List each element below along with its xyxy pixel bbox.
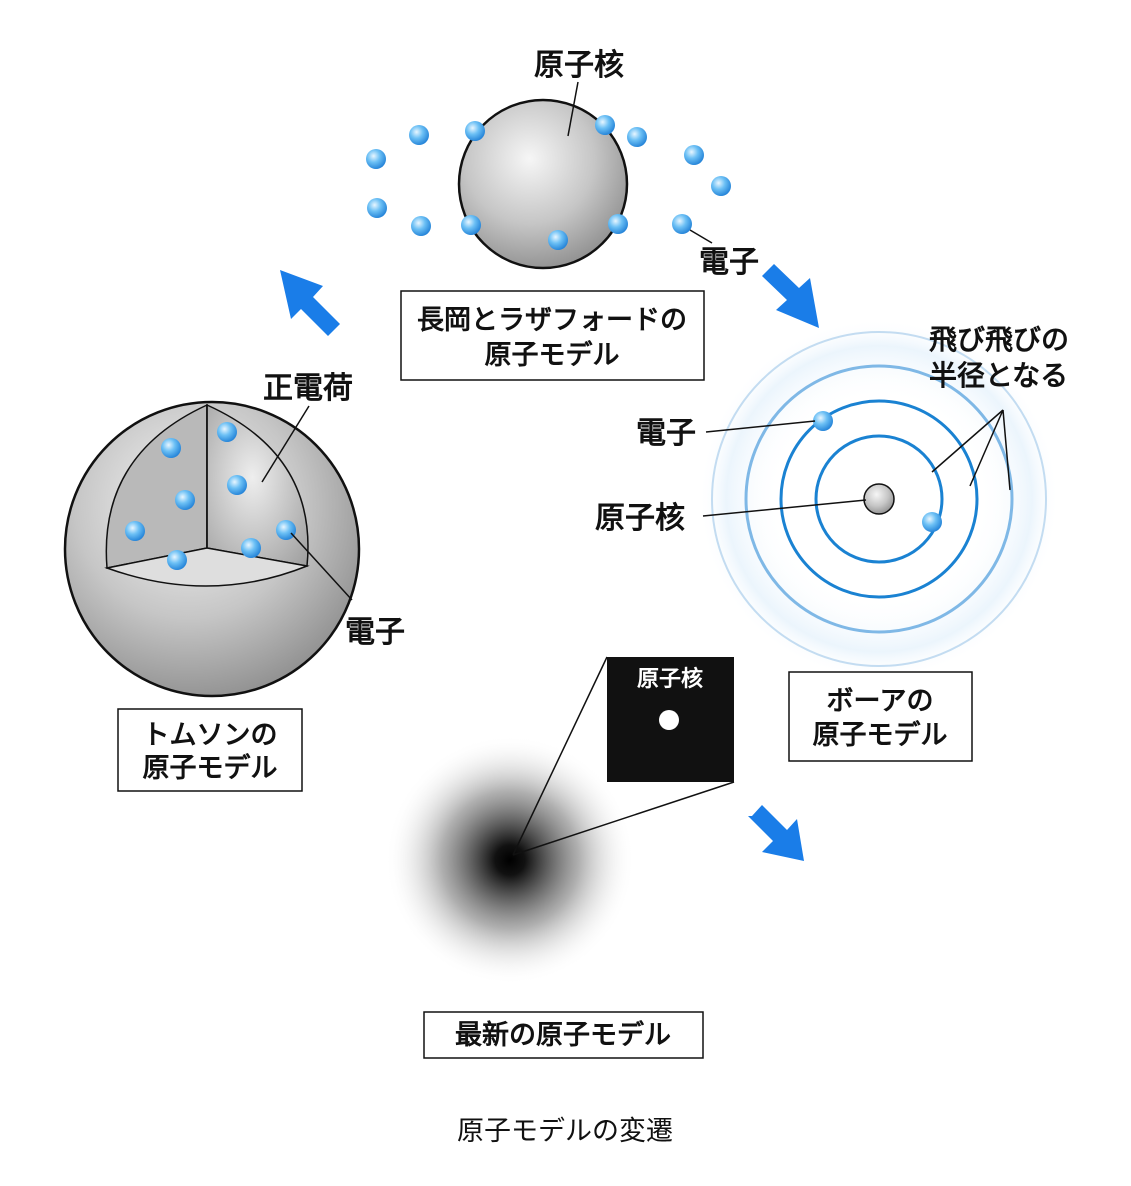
orbit-1 <box>814 434 944 564</box>
electron <box>125 521 145 541</box>
arrow-thomson-to-rutherford <box>280 270 340 336</box>
model-name-box <box>423 1011 704 1059</box>
bohr-model: 飛び飛びの 半径となる 電子 原子核 ボーアの 原子モデル <box>595 319 1069 762</box>
model-name-line-2: 原子モデル <box>143 752 278 784</box>
thomson-model: 正電荷 電子 トムソンの 原子モデル <box>63 371 405 792</box>
model-name-box <box>788 671 973 762</box>
figure-caption: 原子モデルの変遷 <box>457 1116 673 1147</box>
electron <box>922 512 942 532</box>
electron <box>627 127 647 147</box>
electron-label: 電子 <box>699 245 759 280</box>
zoom-line-bottom <box>512 781 735 856</box>
radius-leader-2 <box>969 409 1004 487</box>
electron-label: 電子 <box>636 416 696 451</box>
electron <box>465 121 485 141</box>
nagaoka-rutherford-model: 原子核 電子 長岡とラザフォードの 原子モデル <box>366 48 759 381</box>
cutaway-bottom-face <box>104 547 310 587</box>
discrete-radius-label-line-2: 半径となる <box>929 359 1068 392</box>
model-name-line-2: 原子モデル <box>485 339 620 371</box>
electron <box>595 115 615 135</box>
nucleus-label: 原子核 <box>534 48 624 83</box>
electron-leader-line <box>705 420 816 433</box>
charge-leader-line <box>261 405 310 483</box>
inset-nucleus-label: 原子核 <box>637 666 703 692</box>
model-name-box <box>400 290 705 381</box>
electron <box>608 214 628 234</box>
electron-ring <box>366 115 731 250</box>
orbit-2 <box>779 399 979 599</box>
transition-arrows <box>280 264 819 861</box>
electron <box>217 422 237 442</box>
orbit-3 <box>744 364 1014 634</box>
electron <box>241 538 261 558</box>
discrete-radius-label-line-1: 飛び飛びの <box>929 323 1069 356</box>
electron-cloud <box>385 735 635 985</box>
electron <box>409 125 429 145</box>
electron <box>161 438 181 458</box>
nucleus-leader-line <box>702 499 867 517</box>
nucleus-leader-line <box>567 81 579 137</box>
electron <box>813 411 833 431</box>
positive-charge-label: 正電荷 <box>263 371 353 406</box>
electron <box>276 520 296 540</box>
nucleus <box>863 483 895 515</box>
modern-model: 原子核 最新の原子モデル <box>385 656 735 1059</box>
electron <box>672 214 692 234</box>
arrow-rutherford-to-bohr <box>762 264 819 328</box>
electron <box>366 149 386 169</box>
model-name-line-2: 原子モデル <box>813 719 948 751</box>
electron-label: 電子 <box>345 615 405 650</box>
embedded-electrons <box>125 422 296 570</box>
model-name-label: 最新の原子モデル <box>455 1019 671 1051</box>
zoom-line-top <box>512 656 608 856</box>
model-name-box <box>117 708 303 792</box>
nucleus-sphere <box>457 98 629 270</box>
electron <box>461 215 481 235</box>
radius-leader-1 <box>931 409 1004 473</box>
electron <box>367 198 387 218</box>
nucleus-label: 原子核 <box>595 501 685 536</box>
model-name-line-1: ボーアの <box>827 686 934 717</box>
electron <box>548 230 568 250</box>
model-name-line-1: 長岡とラザフォードの <box>417 305 687 336</box>
electron <box>711 176 731 196</box>
electron <box>167 550 187 570</box>
electron <box>175 490 195 510</box>
model-name-line-1: トムソンの <box>143 720 278 751</box>
radius-leader-3 <box>1002 409 1011 491</box>
electron <box>411 216 431 236</box>
electron-leader-line <box>689 229 713 244</box>
electron-leader-line <box>290 532 353 601</box>
electron <box>684 145 704 165</box>
nucleus-dot <box>659 710 679 730</box>
electron <box>227 475 247 495</box>
arrow-bohr-to-modern <box>748 805 804 861</box>
orbit-4 <box>711 331 1047 667</box>
